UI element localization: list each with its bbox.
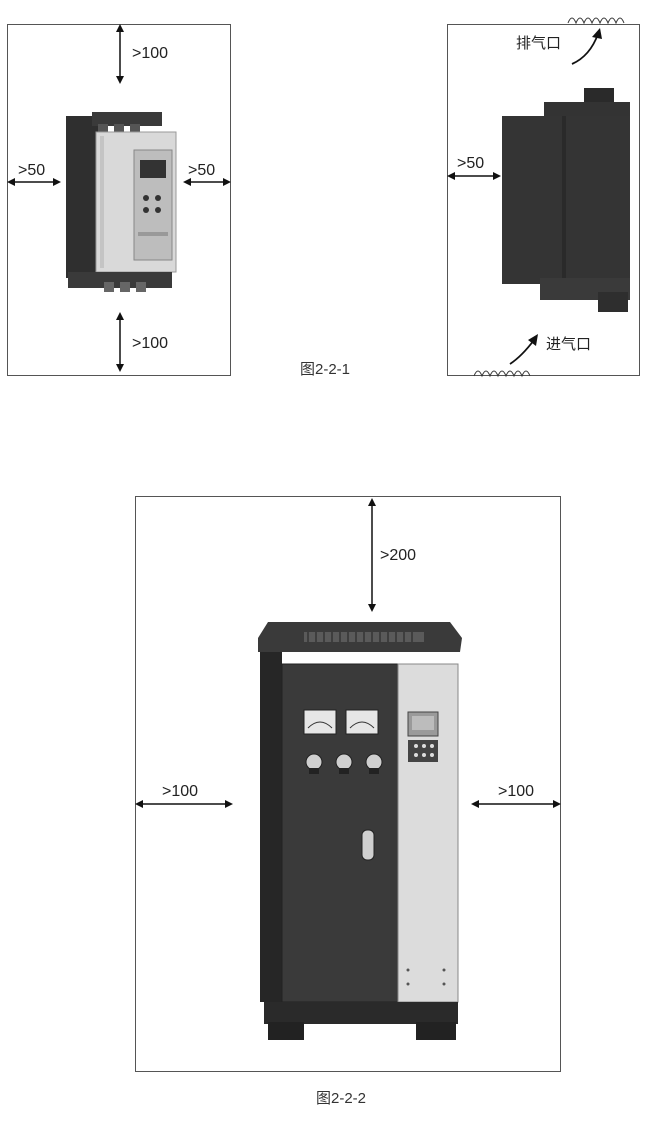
fig2-right-clearance-arrow bbox=[471, 800, 561, 808]
figure2-caption: 图2-2-2 bbox=[316, 1090, 367, 1107]
bottom-floor-hatch bbox=[473, 370, 531, 378]
top-clearance-arrow bbox=[116, 24, 124, 84]
intake-arrow bbox=[509, 334, 538, 365]
left-clearance-arrow bbox=[7, 178, 61, 186]
fig2-left-clearance-label: >100 bbox=[162, 783, 199, 800]
right-clearance-arrow bbox=[183, 178, 231, 186]
fig2-left-clearance-arrow bbox=[135, 800, 233, 808]
figure1-right-panel bbox=[447, 24, 640, 376]
figure1-caption: 图2-2-1 bbox=[300, 361, 351, 378]
soft-starter-device bbox=[66, 112, 177, 292]
right-clearance-label: >50 bbox=[188, 162, 216, 179]
side-view-device bbox=[502, 88, 630, 312]
side-clearance-label: >50 bbox=[457, 155, 485, 172]
figure1-left-panel bbox=[7, 24, 231, 376]
top-wall-hatch bbox=[567, 17, 625, 25]
cabinet-soft-starter bbox=[258, 622, 462, 1040]
exhaust-label: 排气口 bbox=[516, 34, 562, 52]
exhaust-arrow bbox=[571, 28, 602, 65]
bottom-clearance-arrow bbox=[116, 312, 124, 372]
fig2-top-clearance-arrow bbox=[368, 498, 376, 612]
fig2-top-clearance-label: >200 bbox=[380, 547, 417, 564]
side-clearance-arrow bbox=[447, 172, 501, 180]
left-clearance-label: >50 bbox=[18, 162, 46, 179]
figure2-panel bbox=[135, 496, 561, 1072]
fig2-right-clearance-label: >100 bbox=[498, 783, 535, 800]
top-clearance-label: >100 bbox=[132, 45, 169, 62]
intake-label: 进气口 bbox=[546, 335, 592, 353]
bottom-clearance-label: >100 bbox=[132, 335, 169, 352]
